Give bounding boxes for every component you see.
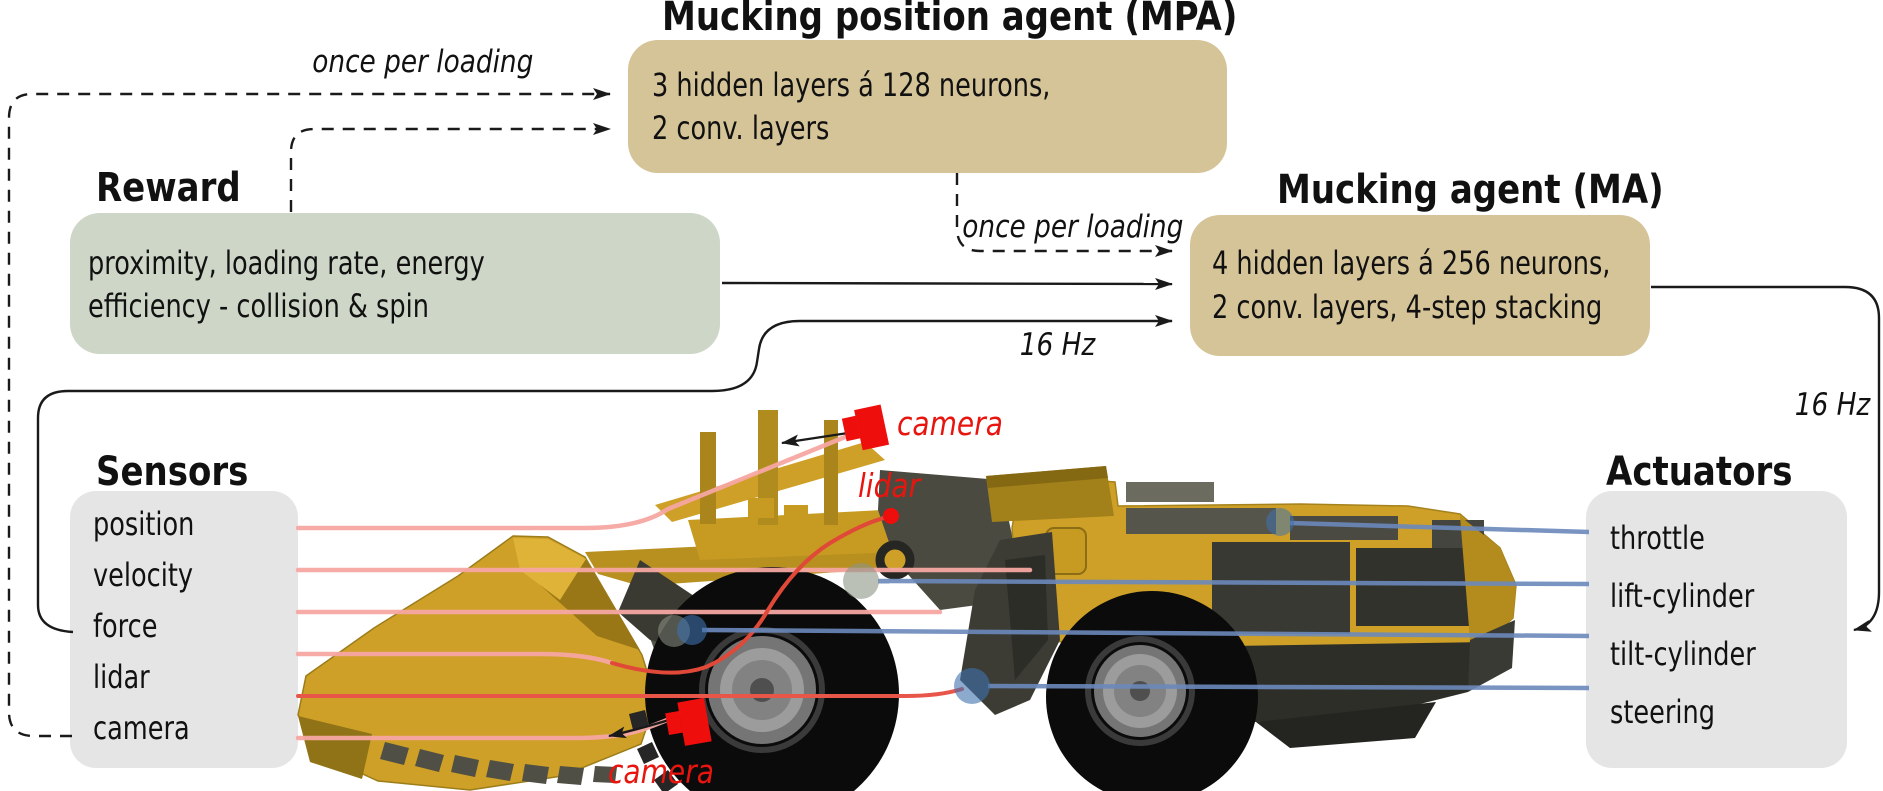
front-frame <box>618 410 1015 662</box>
sensor-item-lidar: lidar <box>93 658 150 696</box>
once-per-loading-label-mid: once per loading <box>962 209 1184 245</box>
arrow-reward-to-mpa <box>289 123 611 212</box>
rear-wheel <box>1046 591 1258 791</box>
reward-line-1: proximity, loading rate, energy <box>88 244 485 282</box>
arrow-sensors-to-ma <box>36 315 1173 634</box>
sensor-line-to-top-camera <box>295 432 853 531</box>
bucket <box>297 535 657 791</box>
sensor-item-force: force <box>93 607 158 645</box>
actuators-title: Actuators <box>1606 449 1793 495</box>
articulation-joint <box>960 532 1060 715</box>
sensor-item-camera: camera <box>93 709 190 747</box>
actuator-item-throttle: throttle <box>1610 519 1705 557</box>
ma-line-1: 4 hidden layers á 256 neurons, <box>1212 244 1611 282</box>
actuator-lines <box>701 520 1590 691</box>
camera-bottom-label: camera <box>608 752 714 791</box>
lidar-dot <box>883 508 899 524</box>
camera-top-icon <box>841 404 890 451</box>
arrow-ma-to-actuators <box>1651 285 1881 632</box>
actuator-line-throttle <box>1289 520 1590 535</box>
actuator-item-lift-cylinder: lift-cylinder <box>1610 577 1755 615</box>
sensor-item-velocity: velocity <box>93 556 194 594</box>
actuator-line-tilt <box>701 627 1590 639</box>
steering-anchor <box>954 668 990 704</box>
sensor-line-lidar-strong <box>610 515 890 675</box>
sensor-item-position: position <box>93 505 195 543</box>
ma-title: Mucking agent (MA) <box>1277 167 1664 213</box>
actuators-box <box>1586 491 1847 768</box>
anchor-circles <box>658 508 1294 704</box>
tilt-anchor <box>677 615 707 645</box>
lift-anchor <box>843 563 879 599</box>
mpa-line-1: 3 hidden layers á 128 neurons, <box>652 66 1051 104</box>
vehicle-illustration <box>297 410 1517 791</box>
throttle-anchor <box>1266 508 1294 536</box>
sensors-title: Sensors <box>96 449 249 495</box>
lidar-label: lidar <box>858 466 921 505</box>
camera-bottom-icon <box>665 697 712 746</box>
arrow-sensors-to-mpa <box>7 88 611 738</box>
rate-label-16hz-right: 16 Hz <box>1794 387 1871 423</box>
flow-arrows <box>7 88 1881 738</box>
once-per-loading-label-top: once per loading <box>312 44 534 80</box>
arrow-reward-to-ma <box>721 277 1173 290</box>
mpa-box <box>628 40 1227 173</box>
actuator-item-steering: steering <box>1610 693 1715 731</box>
sensors-box <box>70 491 298 768</box>
top-camera-arrow <box>781 431 849 447</box>
sensor-lines <box>295 432 1033 741</box>
reward-box <box>70 213 720 354</box>
reward-title: Reward <box>96 165 241 211</box>
actuator-line-lift <box>877 578 1590 587</box>
reward-line-2: efficiency - collision & spin <box>88 287 429 325</box>
rate-label-16hz-mid: 16 Hz <box>1019 327 1096 363</box>
actuator-line-steering <box>987 683 1590 691</box>
sensor-line-lidar <box>295 651 615 666</box>
mpa-title: Mucking position agent (MPA) <box>662 0 1238 40</box>
mpa-line-2: 2 conv. layers <box>652 109 830 147</box>
camera-top-label: camera <box>897 404 1003 443</box>
arrow-mpa-to-ma <box>955 173 1173 257</box>
actuator-item-tilt-cylinder: tilt-cylinder <box>1610 635 1756 673</box>
ma-box <box>1190 215 1650 356</box>
ma-line-2: 2 conv. layers, 4-step stacking <box>1212 288 1603 326</box>
